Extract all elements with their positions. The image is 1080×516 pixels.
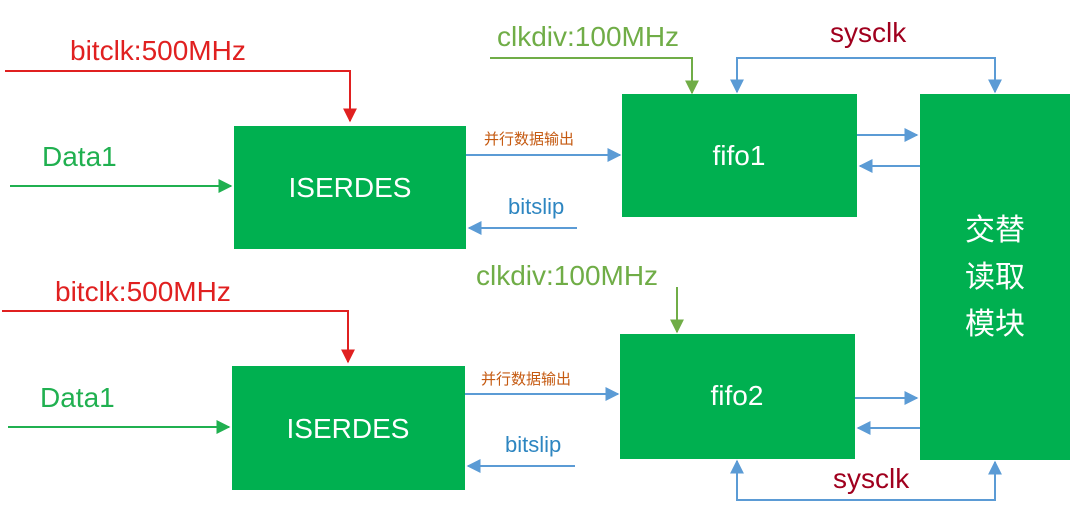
bottom-bitclk-label: bitclk:500MHz (55, 276, 231, 307)
bottom-sysclk-label: sysclk (833, 463, 910, 494)
top-clkdiv-arrow (490, 57, 699, 95)
top-sysclk-arrow (730, 57, 1002, 94)
bottom-iserdes-label: ISERDES (287, 413, 410, 444)
top-data-label: Data1 (42, 141, 117, 172)
bottom-bitclk-arrow (2, 310, 355, 364)
fifo2-label: fifo2 (711, 380, 764, 411)
reader-line-3: 模块 (965, 307, 1025, 342)
top-iserdes-box (234, 126, 466, 249)
top-bitslip-label: bitslip (508, 194, 564, 219)
bottom-bitslip-label: bitslip (505, 432, 561, 457)
reader-line-2: 读取 (965, 260, 1025, 295)
reader-line-1: 交替 (965, 213, 1025, 248)
bottom-iserdes-box (232, 366, 465, 490)
top-iserdes-label: ISERDES (289, 172, 412, 203)
fifo2-box (620, 334, 855, 459)
top-sysclk-label: sysclk (830, 17, 907, 48)
bottom-sysclk-arrow (730, 459, 1002, 501)
bottom-clkdiv-label: clkdiv:100MHz (476, 260, 658, 291)
top-clkdiv-label: clkdiv:100MHz (497, 21, 679, 52)
fifo1-label: fifo1 (713, 140, 766, 171)
reader-module-box (920, 94, 1070, 460)
top-bitclk-label: bitclk:500MHz (70, 35, 246, 66)
top-bitclk-arrow (5, 70, 357, 123)
fifo1-box (622, 94, 857, 217)
bottom-data-label: Data1 (40, 382, 115, 413)
top-parallel-label: 并行数据输出 (484, 130, 574, 148)
bottom-parallel-label: 并行数据输出 (481, 370, 571, 388)
